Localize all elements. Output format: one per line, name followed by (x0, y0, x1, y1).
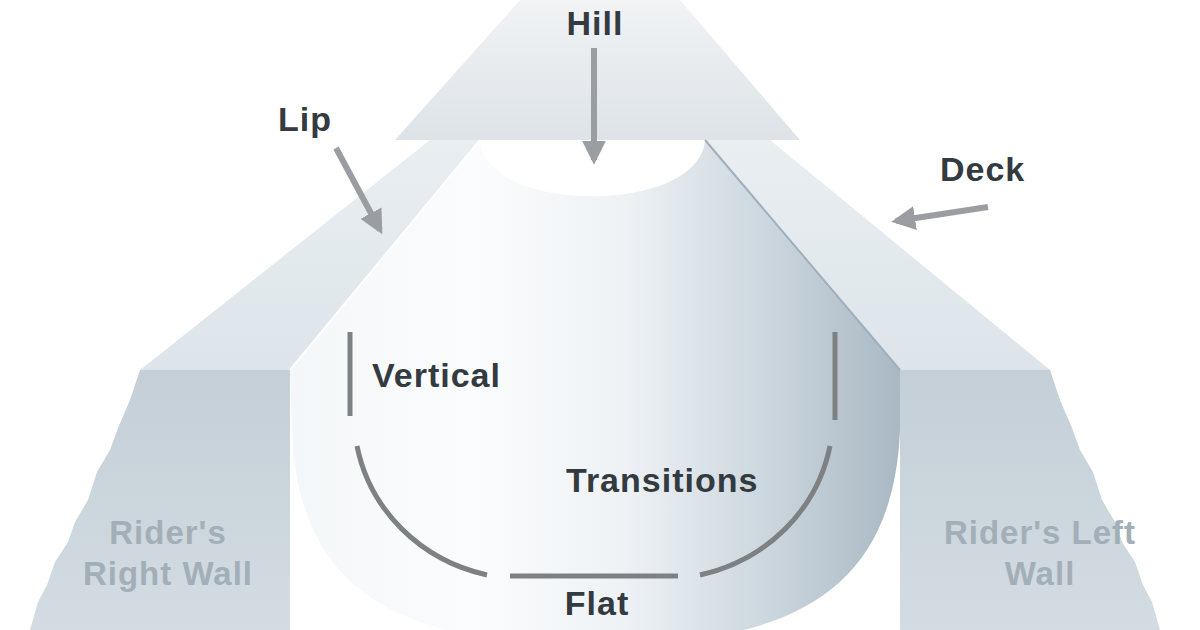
transition-marker (357, 446, 487, 575)
lip-edge (290, 140, 480, 370)
wall-label: Rider's Right Wall (68, 512, 268, 595)
part-label: Flat (565, 584, 629, 623)
part-label: Deck (940, 150, 1025, 189)
pipe-surface (290, 140, 900, 630)
wall-label: Rider's Left Wall (940, 512, 1140, 595)
lip-edge (705, 140, 900, 370)
hill-shape (395, 0, 800, 140)
vertical-marker (348, 332, 353, 416)
part-label: Lip (278, 100, 332, 139)
part-label: Hill (567, 4, 624, 43)
part-label: Vertical (372, 356, 501, 395)
part-label: Transitions (566, 461, 758, 500)
leader-arrow (896, 207, 988, 221)
vertical-marker (833, 332, 838, 420)
flat-marker (510, 574, 678, 579)
leader-arrow (591, 48, 597, 160)
right-wall-face (900, 370, 1160, 630)
left-wall-face (30, 370, 290, 630)
leader-arrow (336, 148, 380, 230)
